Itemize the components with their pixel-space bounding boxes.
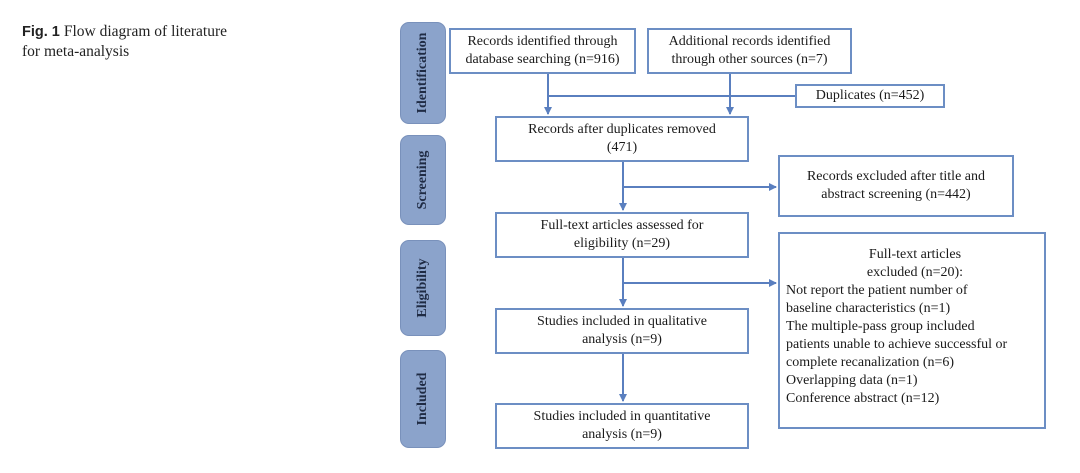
box-text-line: Full-text articles assessed for xyxy=(540,218,704,233)
box-database-records: Records identified through database sear… xyxy=(449,28,636,74)
box-heading-line: excluded (n=20): xyxy=(866,265,964,280)
stage-identification: Identification xyxy=(400,22,446,124)
box-text-line: analysis (n=9) xyxy=(582,427,662,442)
box-heading-line: Full-text articles xyxy=(868,247,962,262)
stage-eligibility: Eligibility xyxy=(400,240,446,336)
box-text-line: (471) xyxy=(606,140,638,155)
exclusion-reason: The multiple-pass group included xyxy=(786,319,975,334)
box-quantitative: Studies included in quantitative analysi… xyxy=(495,403,749,449)
box-text-line: database searching (n=916) xyxy=(465,52,620,67)
stage-included: Included xyxy=(400,350,446,448)
box-duplicates: Duplicates (n=452) xyxy=(795,84,945,108)
exclusion-reason: complete recanalization (n=6) xyxy=(786,355,955,370)
box-text-line: eligibility (n=29) xyxy=(573,236,671,251)
box-other-records: Additional records identified through ot… xyxy=(647,28,852,74)
exclusion-reason: Not report the patient number of xyxy=(786,283,968,298)
figure-title-line1: Flow diagram of literature xyxy=(63,23,228,40)
exclusion-reason: baseline characteristics (n=1) xyxy=(786,301,951,316)
box-fulltext-assessed: Full-text articles assessed for eligibil… xyxy=(495,212,749,258)
exclusion-reason: Conference abstract (n=12) xyxy=(786,391,940,406)
box-text-line: Records identified through xyxy=(467,34,618,49)
figure-label: Fig. 1 xyxy=(22,24,60,40)
stage-screening: Screening xyxy=(400,135,446,225)
box-fulltext-excluded: Full-text articles excluded (n=20): Not … xyxy=(778,232,1046,429)
box-text-line: Studies included in quantitative xyxy=(533,409,711,424)
box-text-line: Duplicates (n=452) xyxy=(815,88,925,103)
box-text-line: Additional records identified xyxy=(668,34,831,49)
box-excluded-screening: Records excluded after title and abstrac… xyxy=(778,155,1014,217)
box-text-line: Studies included in qualitative xyxy=(537,314,707,329)
box-text-line: Records after duplicates removed xyxy=(528,122,716,137)
figure-title-line2: for meta-analysis xyxy=(22,43,130,60)
box-qualitative: Studies included in qualitative analysis… xyxy=(495,308,749,354)
exclusion-reason: patients unable to achieve successful or xyxy=(786,337,1008,352)
box-after-duplicates: Records after duplicates removed (471) xyxy=(495,116,749,162)
box-text-line: analysis (n=9) xyxy=(582,332,662,347)
box-text-line: Records excluded after title and xyxy=(806,169,986,184)
box-text-line: abstract screening (n=442) xyxy=(821,187,971,202)
box-text-line: through other sources (n=7) xyxy=(671,52,828,67)
exclusion-reason: Overlapping data (n=1) xyxy=(786,373,918,388)
